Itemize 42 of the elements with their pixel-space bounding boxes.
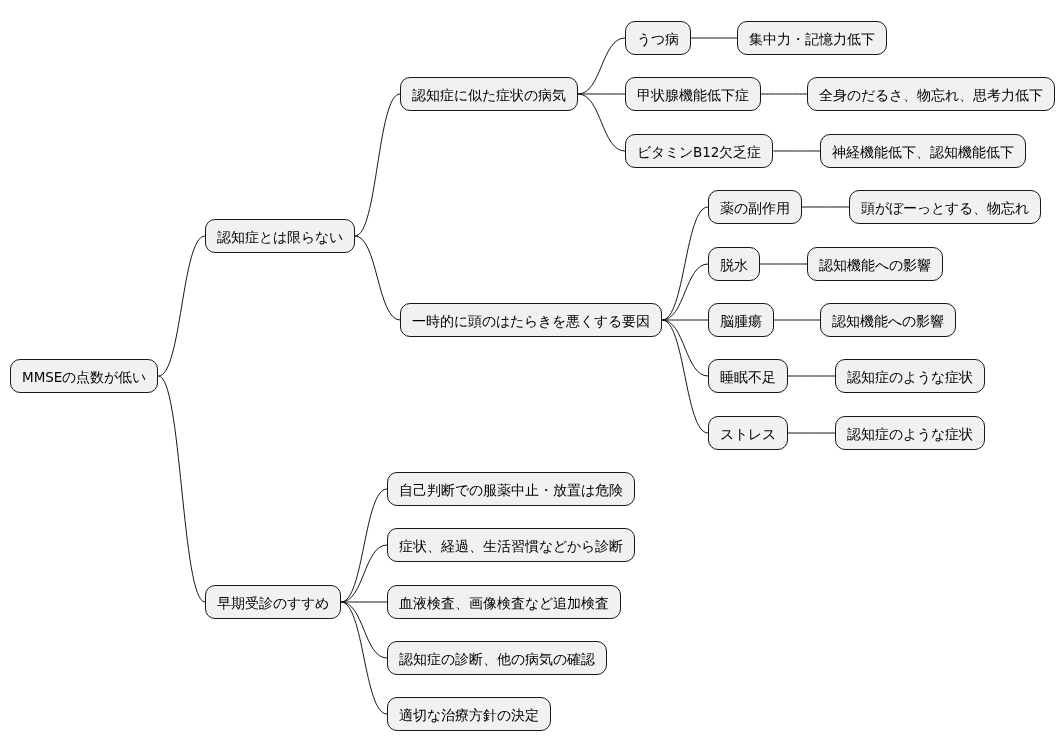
- connector-line: [340, 601, 388, 715]
- topic-box: 全身のだるさ、物忘れ、思考力低下: [807, 77, 1055, 111]
- topic-box: 認知機能への影響: [820, 303, 956, 337]
- connector-line: [787, 375, 836, 377]
- topic-box: 集中力・記憶力低下: [737, 21, 887, 55]
- topic-box: 認知症に似た症状の病気: [400, 77, 578, 111]
- connector-line: [157, 235, 206, 377]
- topic-box: 症状、経過、生活習慣などから診断: [387, 528, 635, 562]
- connector-line: [772, 150, 821, 152]
- connector-line: [577, 93, 626, 152]
- topic-box: 適切な治療方針の決定: [387, 697, 551, 731]
- topic-box: 薬の副作用: [708, 190, 802, 224]
- topic-box: 脳腫瘍: [708, 303, 774, 337]
- topic-box: 認知症のような症状: [835, 416, 985, 450]
- topic-box: ストレス: [708, 416, 788, 450]
- topic-box: ビタミンB12欠乏症: [625, 134, 774, 168]
- connector-line: [354, 93, 401, 237]
- topic-box: 甲状腺機能低下症: [625, 77, 761, 111]
- topic-box: 認知機能への影響: [807, 247, 943, 281]
- topic-box: うつ病: [625, 21, 691, 55]
- topic-box: 認知症とは限らない: [205, 219, 355, 253]
- topic-box: 脱水: [708, 247, 760, 281]
- topic-box: 睡眠不足: [708, 359, 788, 393]
- connector-line: [661, 319, 709, 434]
- connector-line: [577, 93, 626, 95]
- connector-line: [354, 235, 401, 321]
- connector-line: [760, 93, 808, 95]
- topic-box: 一時的に頭のはたらきを悪くする要因: [400, 303, 662, 337]
- connector-line: [157, 375, 206, 603]
- topic-box: 早期受診のすすめ: [205, 585, 341, 619]
- connector-line: [690, 37, 738, 39]
- connector-line: [787, 432, 836, 434]
- connector-line: [801, 206, 850, 208]
- topic-box: MMSEの点数が低い: [10, 359, 159, 393]
- topic-box: 自己判断での服薬中止・放置は危険: [387, 472, 635, 506]
- connector-line: [759, 263, 808, 265]
- topic-box: 頭がぼーっとする、物忘れ: [849, 190, 1041, 224]
- topic-box: 認知症のような症状: [835, 359, 985, 393]
- topic-box: 血液検査、画像検査など追加検査: [387, 585, 621, 619]
- topic-box: 神経機能低下、認知機能低下: [820, 134, 1026, 168]
- topic-box: 認知症の診断、他の病気の確認: [387, 641, 607, 675]
- connector-line: [773, 319, 821, 321]
